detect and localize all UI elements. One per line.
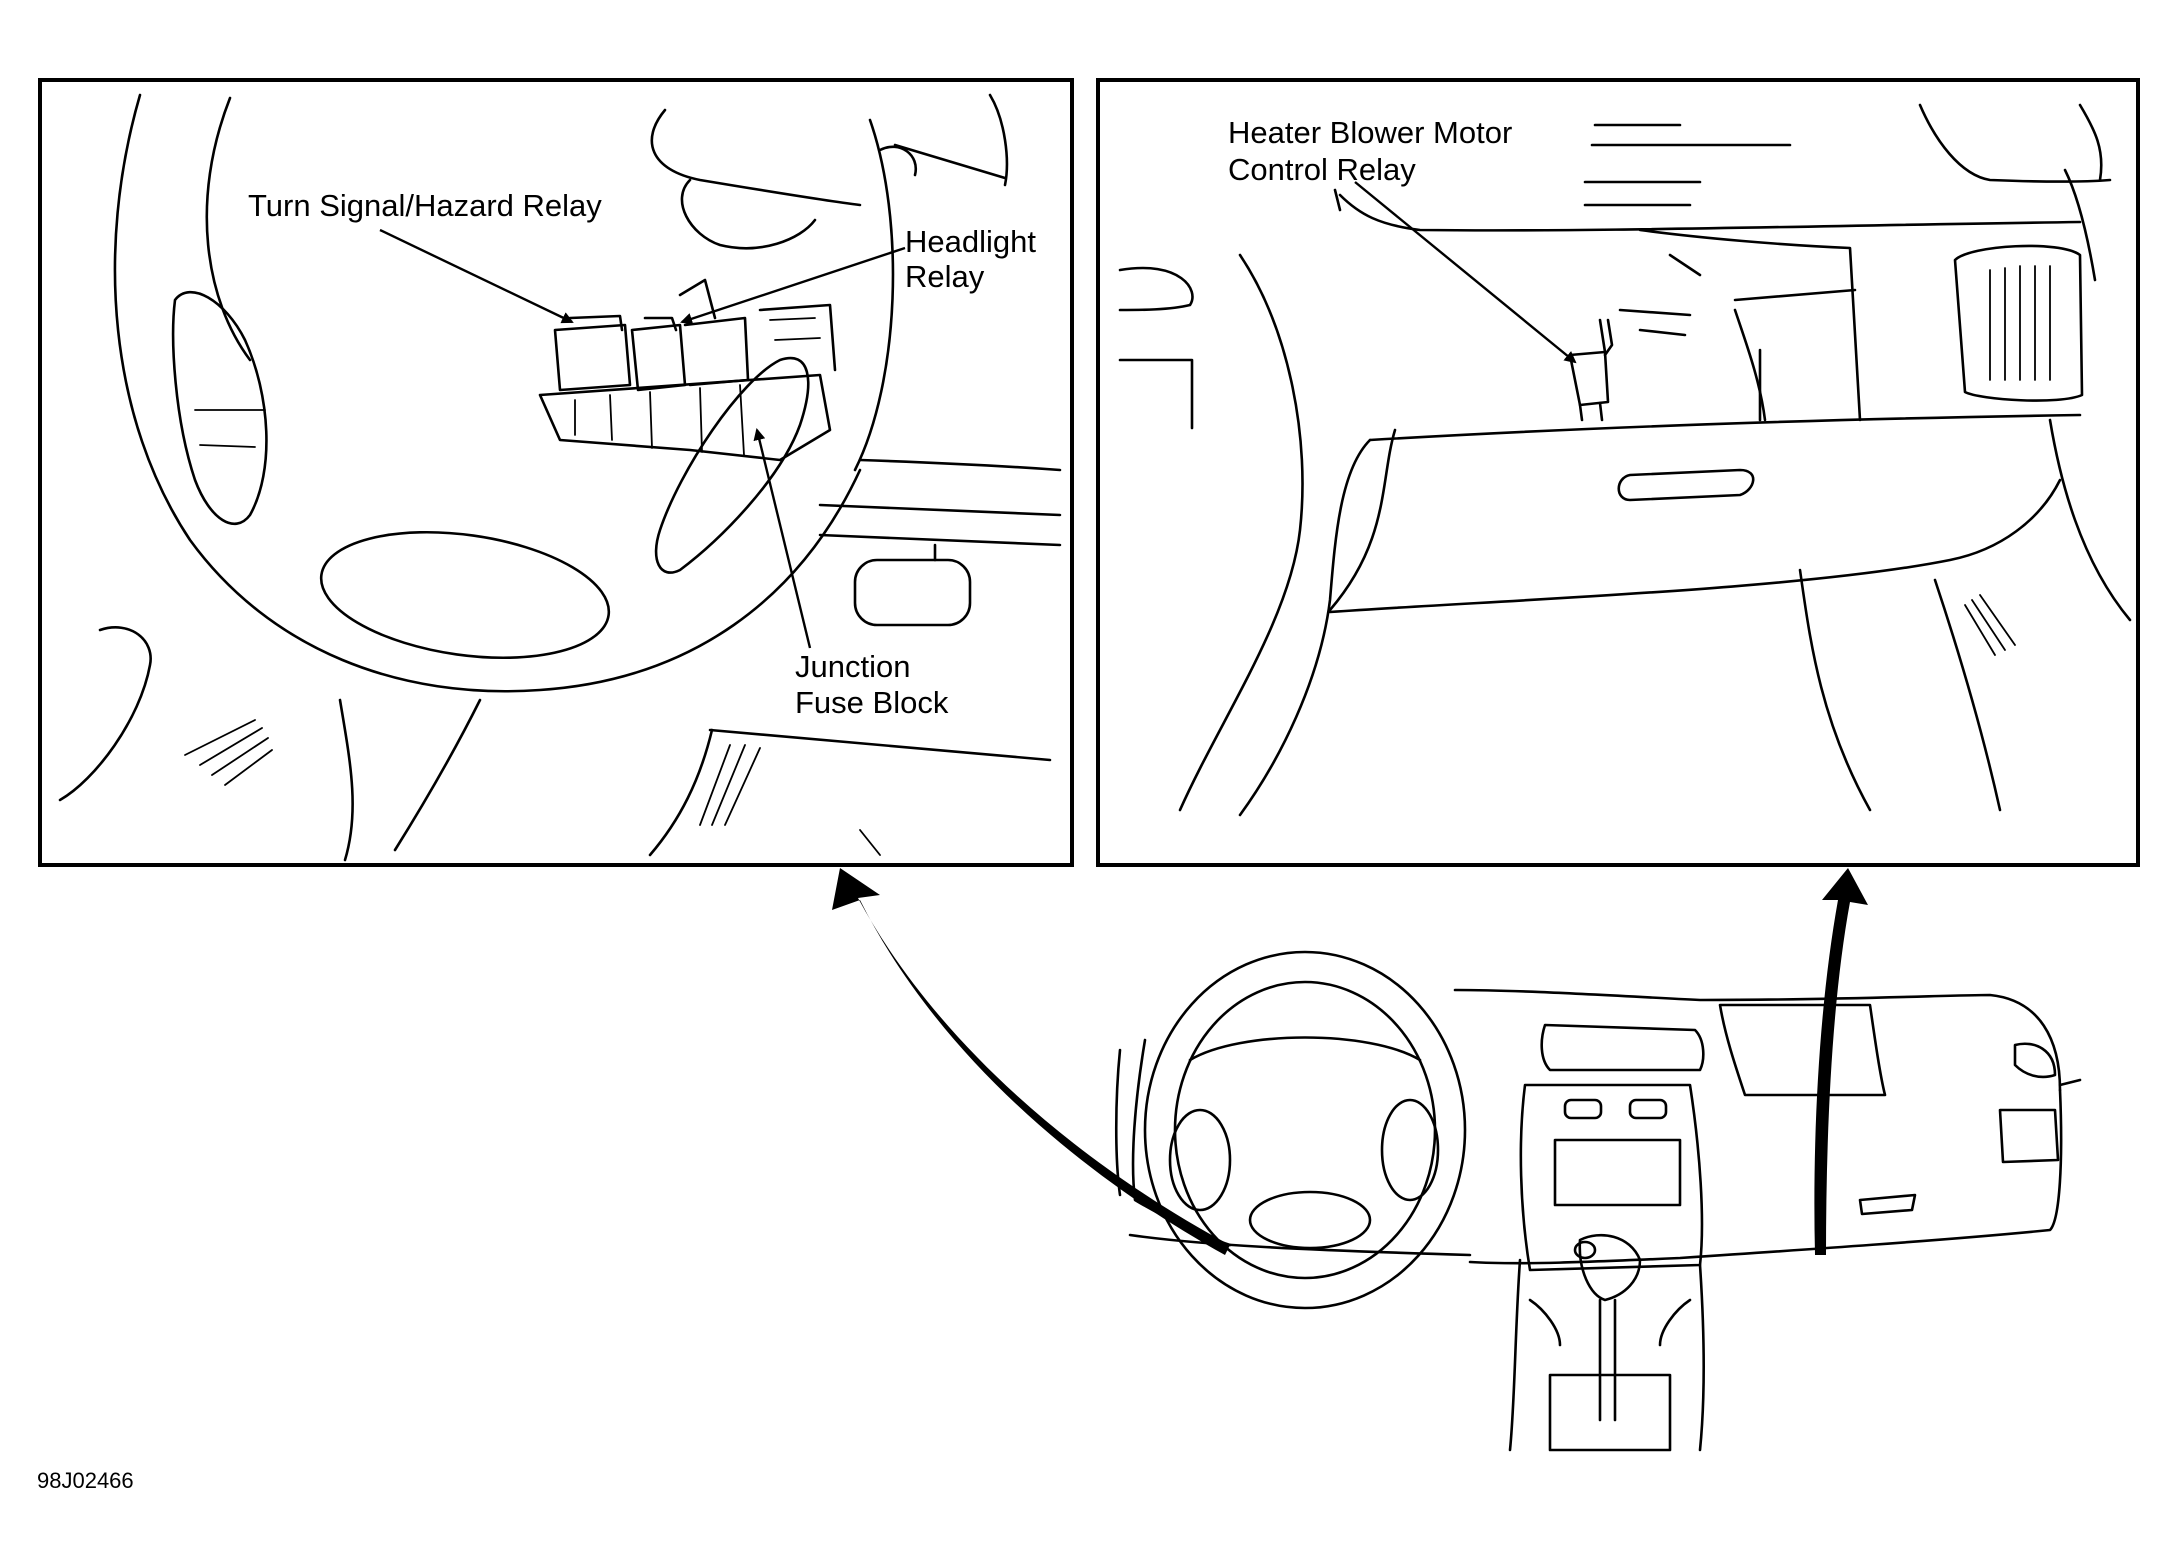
heater-blower-relay (1568, 318, 1614, 422)
right-callout-arrow (1814, 868, 1868, 1255)
figure-code: 98J02466 (37, 1468, 134, 1493)
left-detail-panel: Turn Signal/Hazard Relay Headlight Relay… (38, 78, 1074, 867)
junction-fuse-block (538, 278, 837, 462)
steering-wheel-closeup (58, 93, 1062, 862)
turn-signal-leader (379, 228, 574, 324)
junction-leader (753, 428, 812, 649)
left-panel-frame (38, 78, 1074, 867)
glove-box-closeup (1118, 103, 2132, 817)
headlight-relay-label-line1: Headlight (905, 224, 1036, 259)
overview-steering-wheel (1143, 950, 1467, 1310)
right-panel-frame (1096, 78, 2140, 867)
dashboard-overview (1114, 950, 2082, 1452)
headlight-leader (680, 246, 906, 325)
heater-relay-leader (1354, 181, 1577, 364)
right-detail-panel: Heater Blower Motor Control Relay (1096, 78, 2140, 867)
junction-fuse-block-label-line2: Fuse Block (795, 685, 949, 720)
turn-signal-hazard-relay-label: Turn Signal/Hazard Relay (248, 188, 602, 223)
heater-blower-motor-label-line2: Control Relay (1228, 152, 1416, 187)
headlight-relay-label-line2: Relay (905, 259, 985, 294)
junction-fuse-block-label-line1: Junction (795, 649, 910, 684)
heater-blower-motor-label-line1: Heater Blower Motor (1228, 115, 1512, 150)
left-callout-arrow (832, 868, 1230, 1255)
